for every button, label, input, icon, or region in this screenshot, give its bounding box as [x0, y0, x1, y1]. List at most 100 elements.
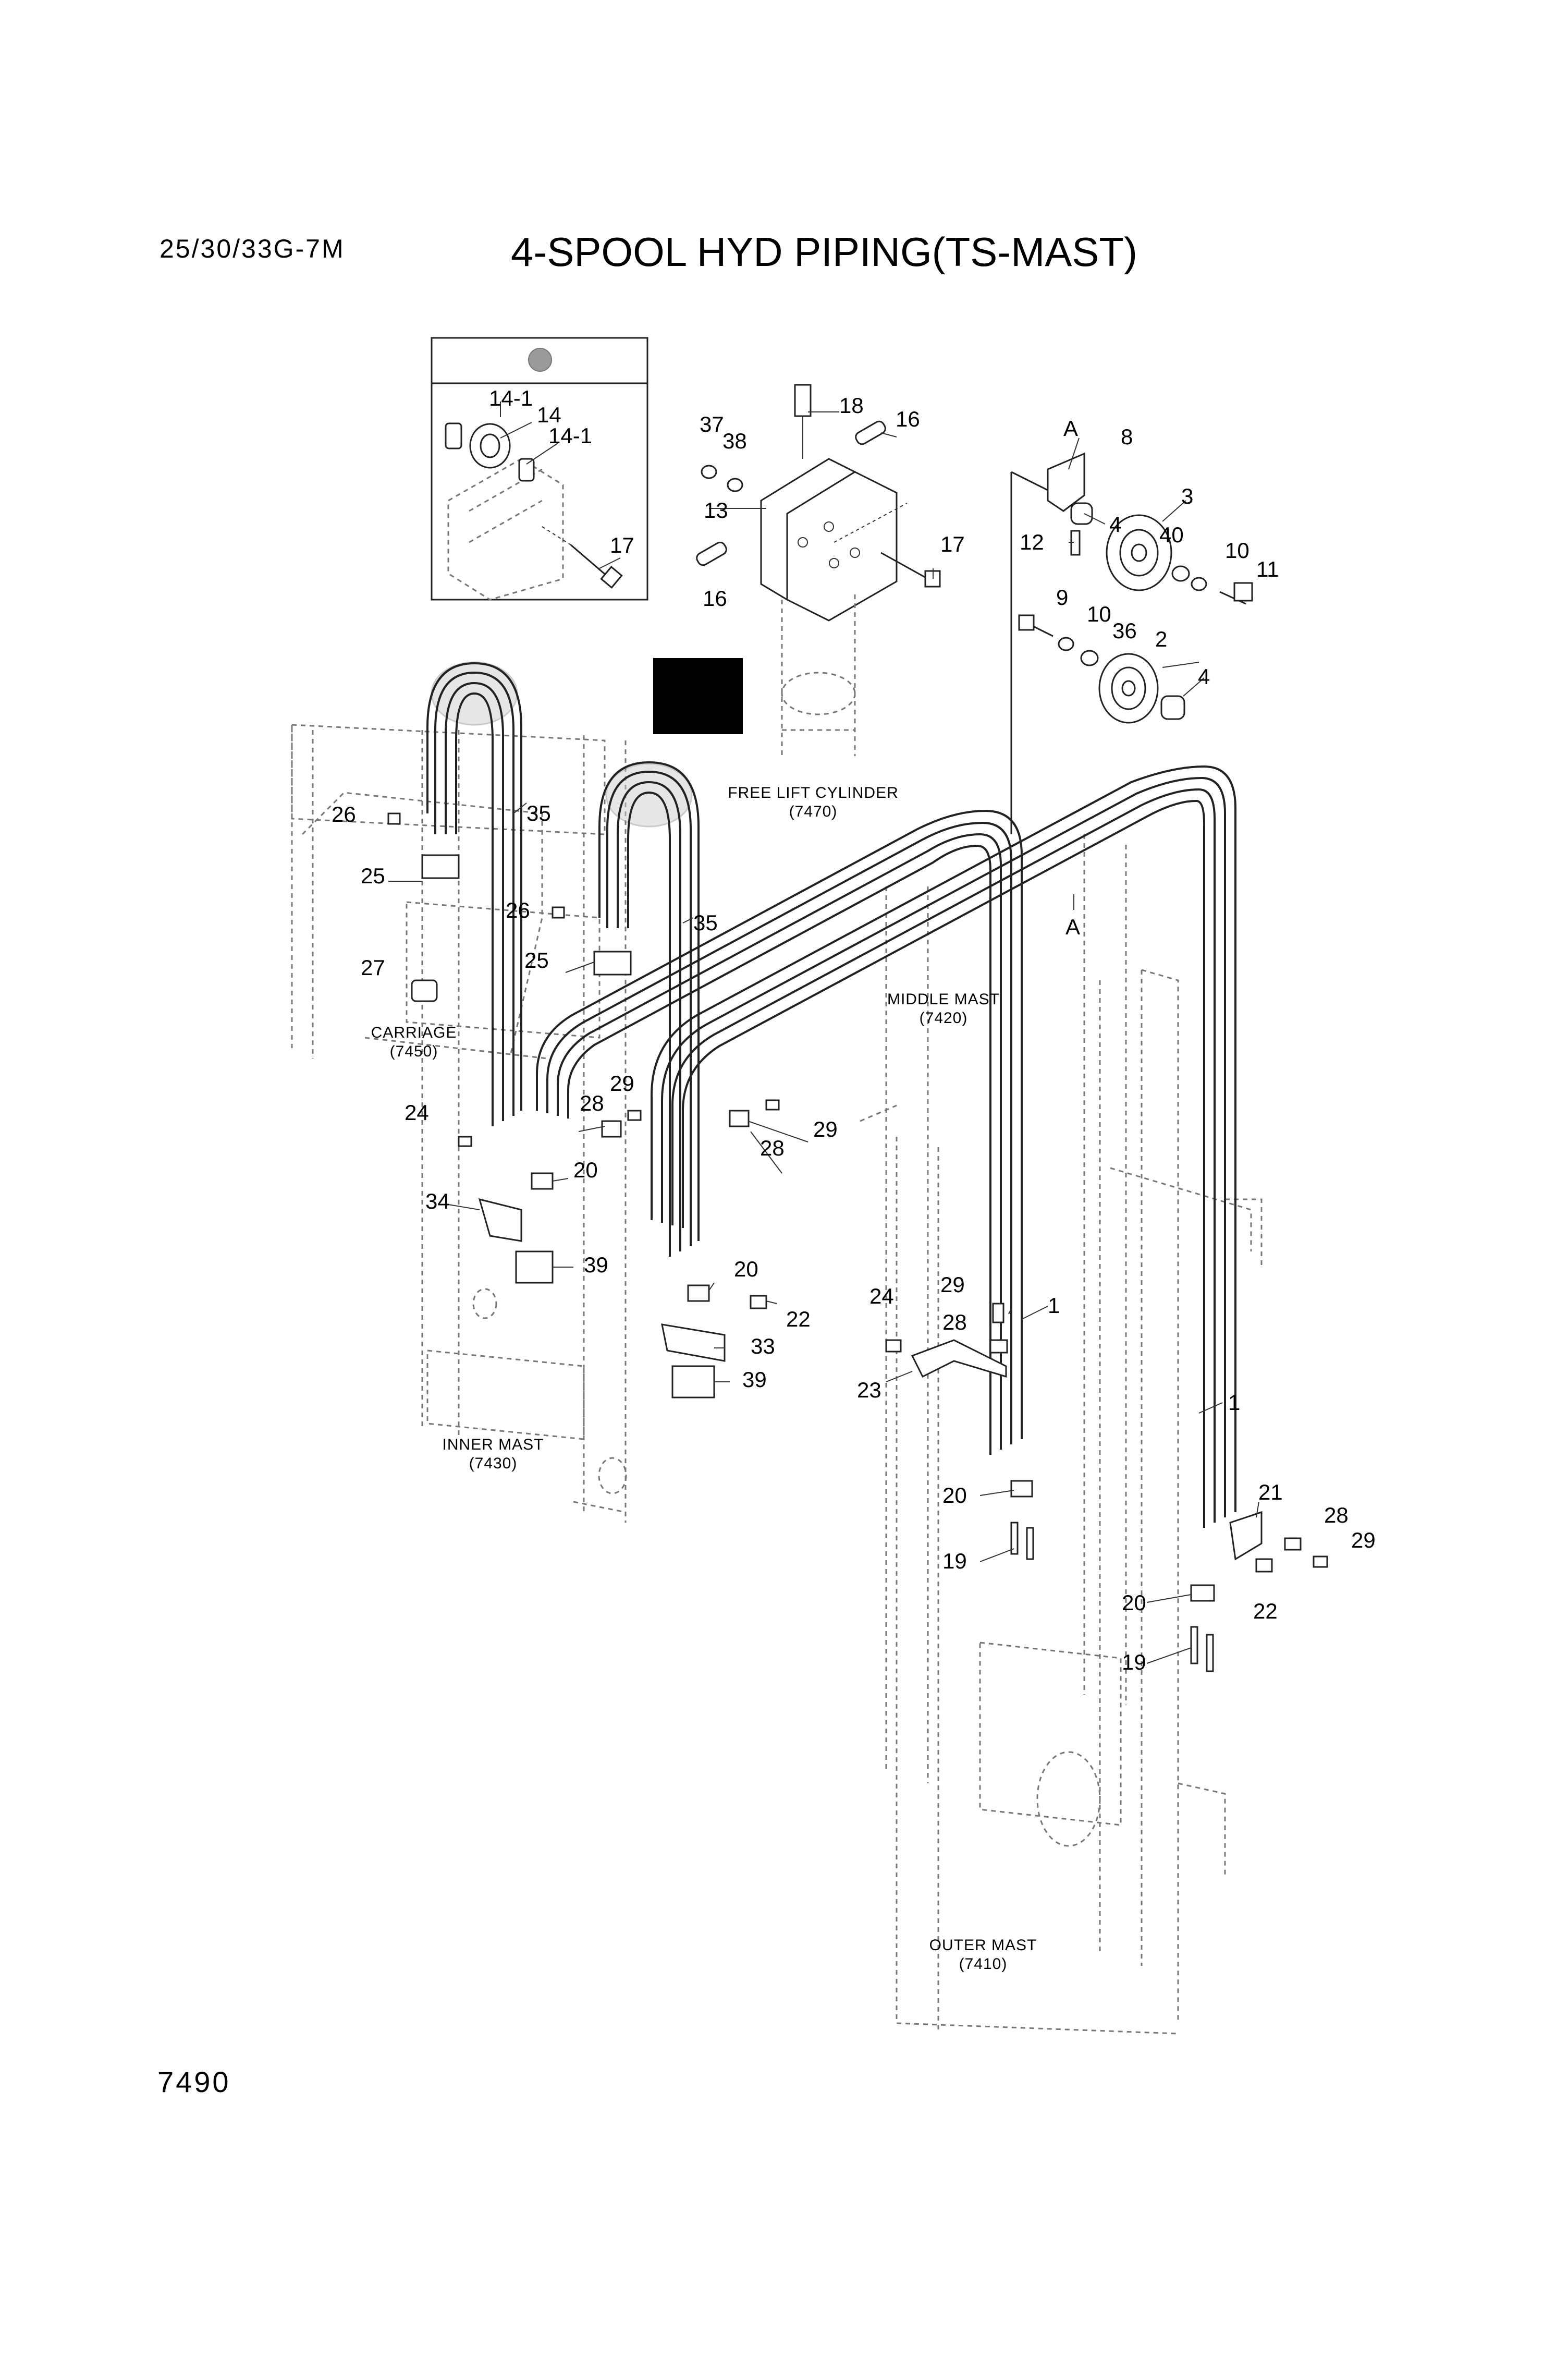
callout-numbers: 14-1 14 14-1 17 37 38 18 16 13 17 16 8 4…	[332, 386, 1376, 1674]
callout-2: 2	[1155, 627, 1167, 651]
clamp-part-28a	[601, 1120, 622, 1138]
callout-28c: 28	[942, 1310, 967, 1334]
bolt-part-29b	[765, 1099, 780, 1111]
model-number: 25/30/33G-7M	[160, 234, 345, 263]
callout-16b: 16	[703, 586, 727, 611]
inner-mast-ghost	[421, 730, 627, 1523]
callout-19a: 19	[942, 1549, 967, 1573]
label-middle-mast: MIDDLE MAST	[887, 991, 1000, 1008]
washer-part-36	[1080, 650, 1099, 666]
callout-34: 34	[425, 1189, 450, 1213]
callout-16a: 16	[896, 407, 920, 431]
callout-19b: 19	[1122, 1650, 1146, 1674]
callout-20d: 20	[1122, 1590, 1146, 1615]
callout-17b: 17	[940, 532, 965, 556]
label-outer-mast: OUTER MAST	[929, 1937, 1037, 1954]
shaft-part-4a	[1070, 502, 1093, 525]
bracket-part-8	[1047, 452, 1085, 512]
callout-4a: 4	[1109, 512, 1121, 537]
inset-detail-box	[431, 337, 648, 601]
bolt-part-29d	[1313, 1555, 1328, 1568]
label-carriage-ref: (7450)	[390, 1043, 438, 1060]
callout-22b: 22	[1253, 1599, 1278, 1623]
carriage-ghost	[291, 724, 606, 1060]
stud-part-19c	[1190, 1626, 1198, 1664]
shaft-part-4b	[1160, 695, 1185, 720]
callout-35b: 35	[693, 910, 718, 935]
callout-21: 21	[1258, 1480, 1283, 1504]
callout-25b: 25	[524, 948, 549, 972]
callout-10a: 10	[1225, 538, 1250, 563]
callout-14-1a: 14-1	[489, 386, 533, 410]
callout-29c: 29	[940, 1272, 965, 1297]
callout-18: 18	[839, 393, 864, 418]
callout-28b: 28	[760, 1136, 785, 1160]
plug-part-26b	[552, 906, 565, 919]
callout-3: 3	[1181, 484, 1193, 508]
pin-part-16a	[855, 420, 886, 445]
nut-part-37	[701, 465, 717, 479]
plug-part-26a	[387, 812, 401, 825]
nut-part-20d	[1190, 1584, 1215, 1602]
callout-20c: 20	[942, 1483, 967, 1507]
callout-39a: 39	[584, 1253, 608, 1277]
fittings-group	[387, 812, 780, 1399]
callout-9: 9	[1056, 585, 1068, 610]
label-free-lift-cylinder-ref: (7470)	[789, 803, 838, 820]
callout-1b: 1	[1228, 1390, 1240, 1415]
label-middle-mast-ref: (7420)	[920, 1010, 968, 1027]
fittings-lower-right	[885, 1303, 1328, 1672]
callout-24b: 24	[869, 1284, 894, 1308]
view-marker-a-bottom: A	[1065, 915, 1080, 939]
callout-14: 14	[537, 403, 561, 427]
callout-26b: 26	[506, 898, 530, 922]
callout-20a: 20	[573, 1158, 598, 1182]
free-lift-bracket-assembly	[696, 384, 941, 756]
bracket-part-21	[1229, 1511, 1263, 1561]
block-part-39a	[515, 1250, 554, 1284]
callout-17-inset: 17	[610, 533, 634, 557]
nut-part-20a	[531, 1172, 554, 1190]
callout-20b: 20	[734, 1257, 758, 1281]
hose-set-35a	[426, 661, 522, 1126]
callout-4b: 4	[1198, 664, 1210, 689]
washer-part-40	[1171, 565, 1190, 582]
label-inner-mast: INNER MAST	[442, 1436, 544, 1453]
washer-part-10b	[1058, 637, 1074, 651]
callout-37: 37	[700, 412, 724, 436]
bolt-part-24b	[885, 1339, 902, 1353]
stud-part-19a	[1010, 1522, 1019, 1555]
inset-marker-dot	[528, 348, 552, 372]
leader-lines	[388, 411, 1259, 1664]
block-part-25a	[421, 854, 460, 879]
callout-40: 40	[1159, 522, 1184, 547]
bolt-part-22b	[1255, 1558, 1273, 1573]
callout-10b: 10	[1087, 602, 1111, 626]
bolt-part-11	[1233, 582, 1253, 602]
callout-26a: 26	[332, 802, 356, 826]
callout-12: 12	[1020, 530, 1044, 554]
pin-part-16b	[696, 541, 727, 566]
bolt-part-9	[1018, 614, 1035, 631]
clamp-part-28b	[729, 1110, 750, 1127]
washer-part-10a	[1191, 577, 1207, 591]
clamp-part-28d	[1284, 1537, 1302, 1551]
callout-33: 33	[751, 1334, 775, 1358]
nut-part-20c	[1010, 1480, 1033, 1498]
stud-part-19b	[1026, 1527, 1034, 1560]
block-part-25b	[593, 951, 632, 976]
callout-28a: 28	[580, 1091, 604, 1115]
callout-29b: 29	[813, 1117, 838, 1141]
label-free-lift-cylinder: FREE LIFT CYLINDER	[728, 784, 899, 801]
view-marker-a-top: A	[1063, 416, 1078, 441]
callout-28d: 28	[1324, 1503, 1349, 1527]
hose-set-35b	[598, 761, 700, 1257]
bolt-part-29c	[992, 1303, 1005, 1323]
pin-part-14-1b	[518, 458, 535, 482]
callout-29d: 29	[1351, 1528, 1376, 1552]
callout-1a: 1	[1048, 1293, 1060, 1318]
outer-mast-ghost	[896, 969, 1226, 2035]
bolt-part-22a	[750, 1295, 767, 1309]
callout-38: 38	[722, 429, 747, 453]
